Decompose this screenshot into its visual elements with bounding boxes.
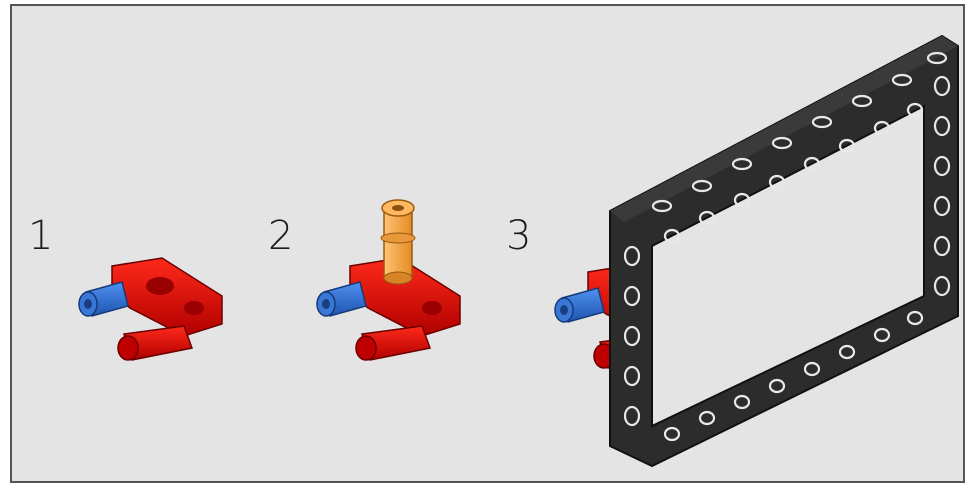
step-2-number: 2 [268, 213, 294, 259]
step-3-frame [609, 34, 959, 468]
step-2-assembly [316, 199, 461, 361]
instruction-artwork [78, 34, 959, 468]
step-1-assembly [78, 257, 223, 361]
step-3-number: 3 [506, 213, 532, 259]
instruction-panel: 1 2 3 [10, 4, 965, 483]
step-1-number: 1 [28, 213, 54, 259]
